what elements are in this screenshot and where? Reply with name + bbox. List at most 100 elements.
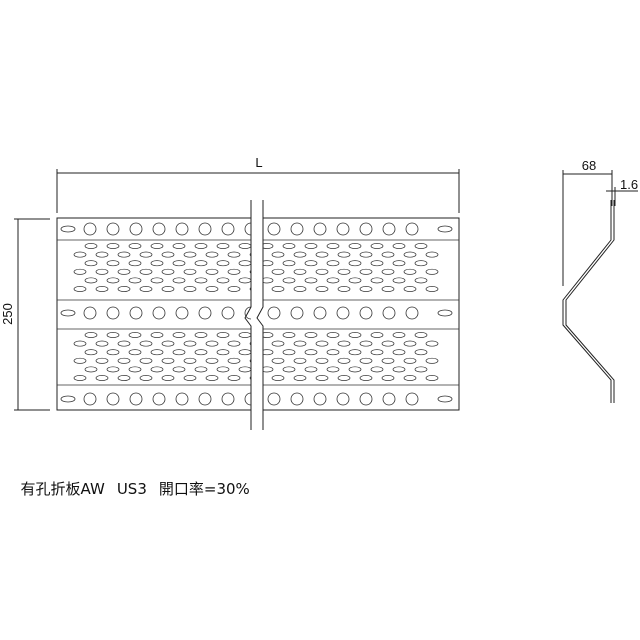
slot-hole [238, 366, 251, 373]
round-hole [336, 222, 350, 236]
slot-hole [172, 366, 186, 373]
slot-hole [326, 366, 340, 373]
round-hole [60, 309, 76, 317]
slot-hole [106, 260, 120, 267]
slot-hole [139, 340, 153, 347]
dimension-length-label: L [255, 155, 262, 170]
round-hole [437, 395, 453, 403]
slot-hole [161, 357, 175, 364]
slot-hole [392, 277, 406, 284]
round-hole [405, 222, 419, 236]
slot-hole [183, 375, 197, 381]
round-hole [129, 392, 143, 406]
round-hole [267, 392, 281, 406]
slot-hole [194, 366, 208, 373]
slot-hole [150, 260, 164, 267]
slot-hole [381, 286, 395, 292]
slot-hole [161, 375, 175, 381]
round-hole [382, 392, 396, 406]
slot-hole [139, 268, 153, 275]
slot-hole [95, 375, 109, 381]
slot-hole [304, 243, 318, 249]
perforated-panel-right [250, 217, 460, 411]
round-hole [336, 306, 350, 320]
slot-hole [293, 357, 307, 364]
slot-hole [249, 287, 251, 291]
slot-hole [425, 251, 439, 258]
slot-hole [304, 366, 318, 373]
slot-hole [403, 268, 417, 275]
slot-hole [359, 268, 373, 275]
slot-hole [425, 268, 439, 275]
slot-hole [282, 366, 296, 373]
round-hole [313, 392, 327, 406]
break-line [244, 200, 264, 430]
round-hole [336, 392, 350, 406]
slot-hole [425, 375, 439, 381]
slot-hole [150, 349, 164, 356]
slot-hole [326, 332, 340, 338]
slot-hole [128, 349, 142, 356]
slot-hole [315, 286, 329, 292]
slot-hole [117, 251, 131, 258]
slot-hole [249, 358, 251, 363]
slot-hole [73, 357, 87, 364]
slot-hole [304, 277, 318, 284]
slot-hole [263, 260, 274, 267]
slot-hole [263, 332, 274, 338]
slot-hole [348, 277, 362, 284]
slot-hole [73, 251, 87, 258]
round-hole [129, 306, 143, 320]
slot-hole [84, 349, 98, 356]
dimension-height-label: 250 [0, 303, 15, 325]
dimension-thickness-label: 1.6 [620, 177, 638, 192]
slot-hole [73, 340, 87, 347]
slot-hole [238, 260, 251, 267]
slot-hole [73, 375, 87, 381]
slot-hole [403, 251, 417, 258]
slot-hole [304, 332, 318, 338]
slot-hole [249, 252, 251, 257]
slot-hole [304, 349, 318, 356]
round-hole [221, 222, 235, 236]
slot-hole [150, 366, 164, 373]
slot-hole [95, 286, 109, 292]
slot-hole [172, 332, 186, 338]
slot-hole [183, 357, 197, 364]
slot-hole [216, 332, 230, 338]
slot-hole [293, 268, 307, 275]
slot-hole [250, 252, 262, 257]
slot-hole [238, 332, 251, 338]
slot-hole [205, 357, 219, 364]
slot-hole [414, 260, 428, 267]
round-hole [198, 222, 212, 236]
slot-hole [370, 243, 384, 249]
slot-hole [359, 375, 373, 381]
slot-hole [95, 268, 109, 275]
round-hole [313, 222, 327, 236]
round-hole [290, 222, 304, 236]
slot-hole [282, 260, 296, 267]
slot-hole [161, 251, 175, 258]
slot-hole [227, 268, 241, 275]
round-hole [106, 392, 120, 406]
slot-hole [414, 243, 428, 249]
slot-hole [84, 260, 98, 267]
round-hole [152, 392, 166, 406]
slot-hole [293, 251, 307, 258]
slot-hole [392, 243, 406, 249]
round-hole [405, 306, 419, 320]
slot-hole [150, 243, 164, 249]
slot-hole [263, 366, 274, 373]
slot-hole [117, 286, 131, 292]
slot-hole [348, 243, 362, 249]
slot-hole [250, 375, 262, 380]
round-hole [83, 306, 97, 320]
slot-hole [315, 357, 329, 364]
slot-hole [128, 277, 142, 284]
slot-hole [326, 277, 340, 284]
slot-hole [205, 286, 219, 292]
slot-hole [326, 349, 340, 356]
slot-hole [183, 340, 197, 347]
slot-hole [84, 243, 98, 249]
